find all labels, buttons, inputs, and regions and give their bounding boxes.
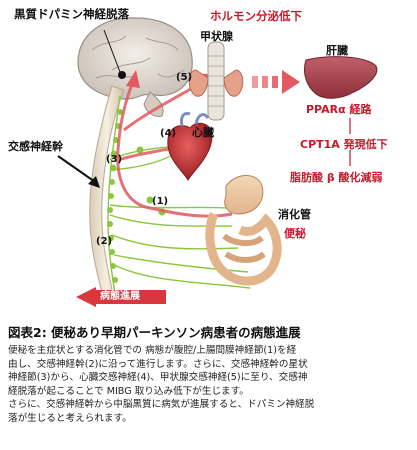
caption-line: 経脱落が起こることで MIBG 取り込み低下が生じます。 — [8, 385, 249, 397]
constipation-label: 便秘 — [284, 227, 306, 240]
number-1: (1) — [152, 196, 169, 207]
liver-label: 肝臓 — [326, 44, 348, 57]
sympathetic-trunk-label: 交感神経幹 — [8, 140, 63, 153]
ppar-pathway-label: PPARα 経路 — [306, 103, 372, 116]
number-2: (2) — [96, 236, 113, 247]
cpt1a-label: CPT1A 発現低下 — [300, 138, 388, 151]
thyroid-illustration — [188, 41, 244, 121]
progression-arrow-head — [76, 287, 96, 307]
diagram-illustration — [57, 17, 378, 301]
caption-title: 図表2: 便秘あり早期パーキンソン病患者の病態進展 — [8, 325, 301, 340]
caption-line: 由し、交感神経幹(2)に沿って進行します。さらに、交感神経幹の星状 — [8, 358, 308, 370]
sympathetic-trunk-pointer-head — [88, 176, 100, 188]
sympathetic-trunk-pointer — [57, 155, 99, 185]
number-4: (4) — [160, 128, 177, 139]
substantia-nigra-pointer — [103, 29, 121, 73]
fatty-acid-label: 脂肪酸 β 酸化減弱 — [290, 171, 383, 184]
substantia-nigra-label: 黒質ドパミン神経脱落 — [14, 7, 129, 21]
pathology-arrowhead-brain — [126, 70, 140, 88]
thyroid-to-liver-arrow — [252, 70, 300, 94]
hormone-decrease-label: ホルモン分泌低下 — [210, 9, 302, 23]
pathology-diagram: 黒質ドパミン神経脱落 ホルモン分泌低下 甲状腺 肝臓 心臓 交感神経幹 消化管 … — [8, 7, 388, 307]
caption-line: 落が生じると考えられます。 — [8, 412, 132, 424]
progression-tag: 病態進展 — [96, 290, 166, 304]
heart-label: 心臓 — [192, 126, 214, 139]
number-5: (5) — [176, 72, 193, 83]
liver-illustration — [303, 56, 378, 99]
caption-line: さらに、交感神経幹から中脳黒質に病気が進展すると、ドパミン神経脱 — [8, 399, 315, 411]
brain-illustration — [77, 17, 193, 117]
figure-caption: 図表2: 便秘あり早期パーキンソン病患者の病態進展 便秘を主症状とする消化管での… — [8, 322, 410, 426]
digestive-tract-label: 消化管 — [278, 208, 311, 221]
digestive-tract-illustration — [205, 175, 282, 286]
number-3: (3) — [106, 154, 123, 165]
thyroid-label: 甲状腺 — [200, 30, 233, 43]
caption-line: 神経節(3)から、心臓交感神経(4)、甲状腺交感神経(5)に至り、交感神 — [8, 372, 308, 384]
heart-illustration — [167, 112, 213, 182]
caption-line: 便秘を主症状とする消化管での 病態が腹腔/上腸間膜神経節(1)を経 — [8, 345, 297, 356]
ganglia — [107, 109, 166, 283]
